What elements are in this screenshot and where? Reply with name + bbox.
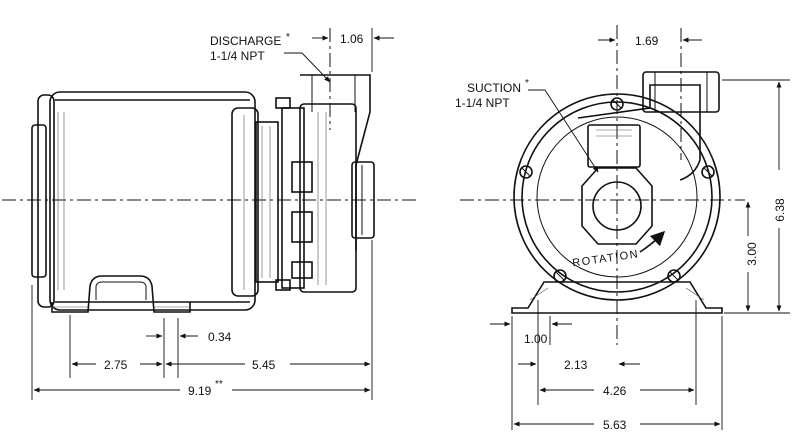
- suction-leader: [528, 89, 599, 173]
- discharge-size: 1-1/4 NPT: [210, 49, 265, 63]
- suction-size: 1-1/4 NPT: [455, 96, 510, 110]
- discharge-label: DISCHARGE: [210, 34, 281, 48]
- dim-overall-length: 9.19: [188, 384, 212, 398]
- motor-face-inner: [521, 101, 713, 293]
- suction-label: SUCTION: [467, 81, 521, 95]
- suction-footnote-mark: *: [525, 78, 529, 89]
- rotation-arrow: [639, 230, 666, 253]
- motor-foot: [51, 275, 191, 313]
- dim-center-height: 3.00: [745, 242, 759, 266]
- face-bolts: [519, 97, 715, 283]
- side-view: DISCHARGE * 1-1/4 NPT 1.06 0.34 2.75 5.4…: [2, 28, 420, 400]
- dim-bolt-spacing: 4.26: [603, 384, 627, 398]
- dim-overall-height: 6.38: [773, 198, 787, 222]
- end-base: [511, 281, 723, 314]
- dim-port-to-end: 5.45: [252, 358, 276, 372]
- motor-face-outer: [513, 93, 721, 301]
- dim-overall-footnote-mark: **: [215, 379, 223, 390]
- discharge-leader: [284, 52, 331, 83]
- dim-base-width: 5.63: [603, 418, 627, 432]
- dim-discharge-offset: 1.06: [340, 32, 364, 46]
- pump-adapter: [255, 97, 291, 291]
- pump-housing: [281, 74, 375, 293]
- suction-port: [581, 167, 653, 245]
- volute-ring: [536, 116, 698, 278]
- discharge-footnote-mark: *: [286, 32, 290, 43]
- dim-foot-slot: 0.34: [208, 330, 232, 344]
- dim-discharge-offset-end: 1.69: [635, 34, 659, 48]
- rotation-label: ROTATION: [572, 248, 640, 269]
- end-view: ROTATION SUCTION * 1-1/4 NPT 1.69 6.38 3…: [455, 25, 790, 432]
- dim-foot-hole: 1.00: [524, 332, 548, 346]
- dim-foot-to-port: 2.75: [104, 358, 128, 372]
- dim-half-bolt-spacing: 2.13: [564, 358, 588, 372]
- volute-housing: [577, 71, 720, 181]
